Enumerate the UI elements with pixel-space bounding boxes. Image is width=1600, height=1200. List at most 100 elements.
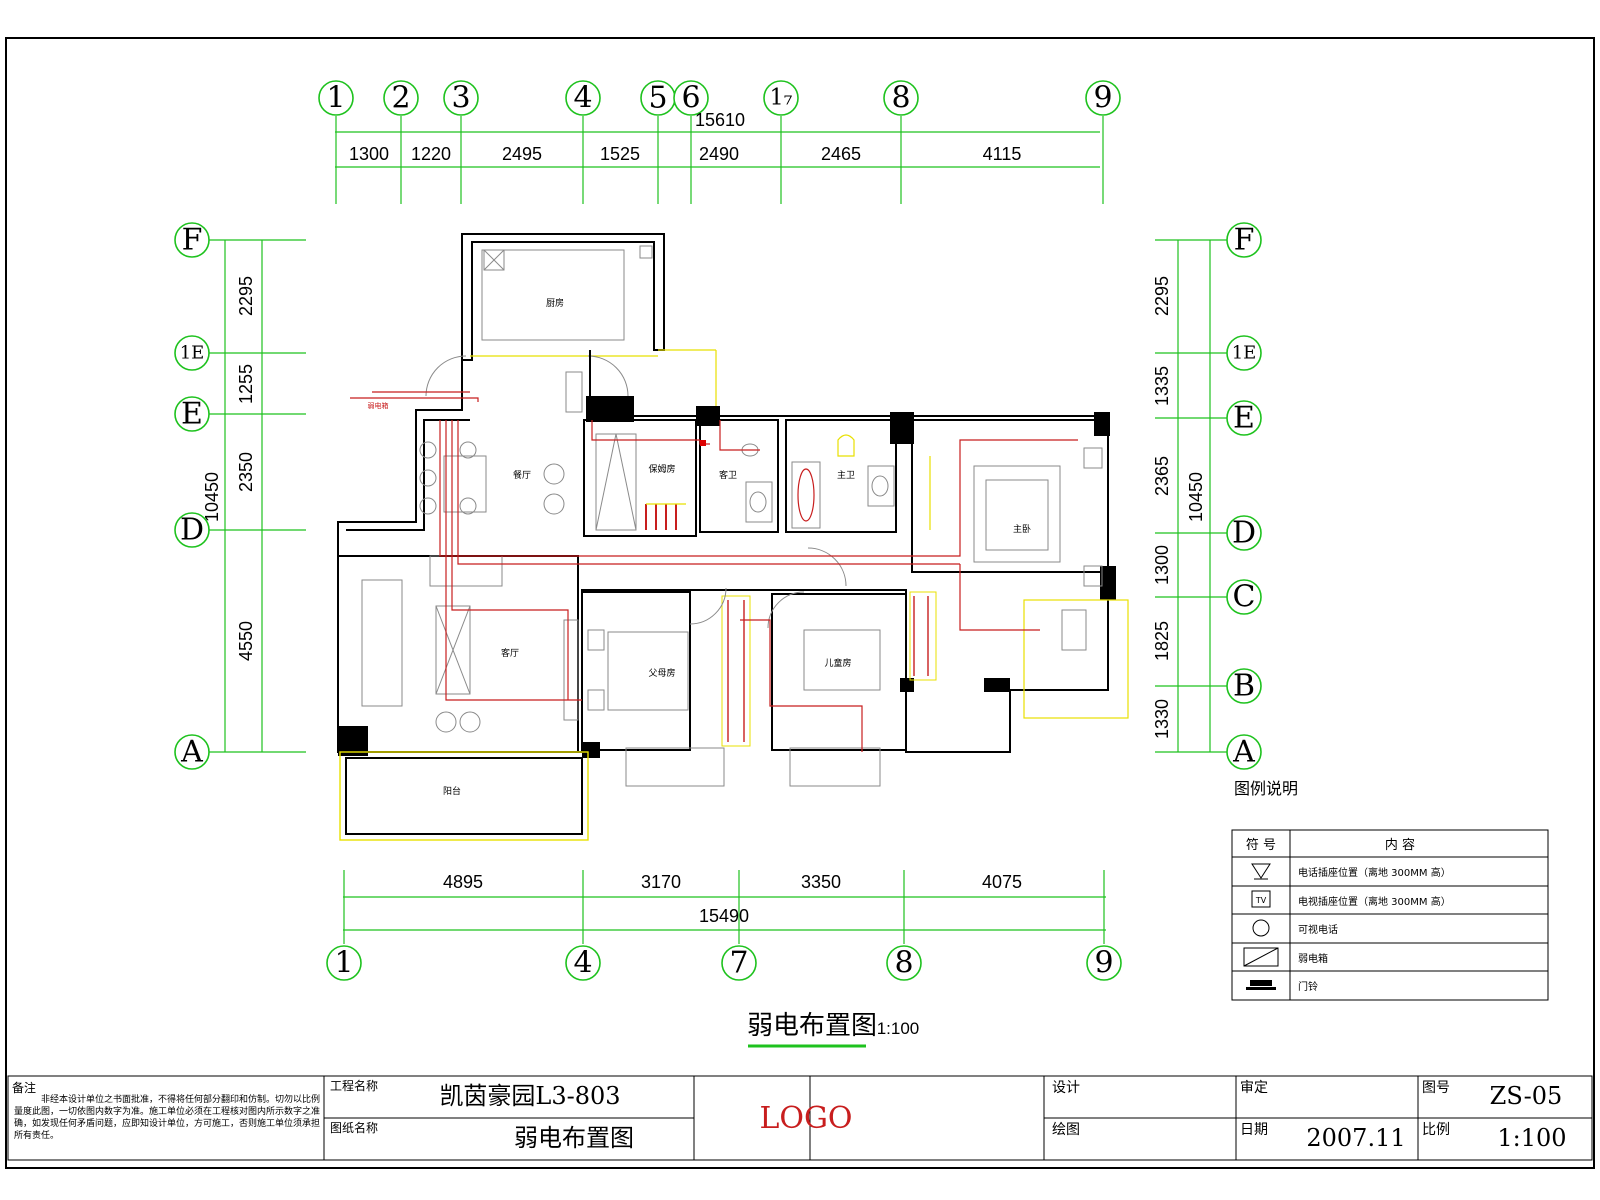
right-dimensions: 2295 1335 2365 1300 1825 1330 10450 [1152, 276, 1206, 739]
right-total-dimension: 10450 [1186, 472, 1206, 522]
top-axis-bubbles: 1 2 3 4 5 6 1₇ 8 9 [318, 80, 1121, 116]
left-dimension: 2350 [236, 452, 256, 492]
room-label-dining: 餐厅 [513, 469, 531, 481]
right-axis-label: F [1234, 223, 1255, 258]
top-axis-label: 6 [681, 81, 700, 116]
room-label-guest-bath: 客卫 [719, 469, 737, 481]
right-axis-label: B [1233, 669, 1255, 704]
legend-row: 电话插座位置（离地 300MM 高） [1298, 866, 1451, 879]
top-dimension: 2465 [821, 144, 861, 164]
room-label-parents-room: 父母房 [648, 667, 675, 679]
bottom-axis-bubbles: 1 4 7 8 9 [326, 945, 1122, 981]
legend-row: 门铃 [1298, 980, 1318, 993]
legend-header-content: 内 容 [1385, 837, 1415, 853]
tv-socket-icon-glyph: TV [1255, 896, 1267, 905]
right-dimension: 1330 [1152, 699, 1172, 739]
right-dimension: 1825 [1152, 621, 1172, 661]
right-dimension: 2295 [1152, 276, 1172, 316]
top-axis-label: 9 [1093, 81, 1112, 116]
room-label-kids-room: 儿童房 [824, 657, 851, 669]
left-dimensions: 2295 1255 2350 4550 10450 [202, 276, 256, 661]
review-label: 审定 [1240, 1080, 1268, 1096]
weak-current-box-icon-diagonal [1243, 947, 1279, 967]
left-dimension: 2295 [236, 276, 256, 316]
room-label-balcony: 阳台 [443, 785, 461, 797]
project-label: 工程名称 [330, 1078, 378, 1093]
bottom-axis-label: 7 [729, 946, 748, 981]
left-axis-grid [208, 239, 306, 753]
top-dimension: 2490 [699, 144, 739, 164]
top-axis-label: 4 [573, 81, 592, 116]
legend-caption: 图例说明 [1234, 779, 1298, 798]
note-text: 非经本设计单位之书面批准，不得将任何部分翻印和仿制。切勿以比例量度此图，一切依图… [14, 1095, 320, 1141]
bottom-axis-label: 4 [573, 946, 592, 981]
scale-label: 比例 [1422, 1122, 1450, 1138]
room-label-master-bed: 主卧 [1013, 523, 1031, 535]
bottom-axis-label: 8 [894, 946, 913, 981]
left-axis-label: E [181, 397, 203, 432]
top-axis-label: 5 [648, 81, 667, 116]
top-dimensions: 1300 1220 2495 1525 2490 2465 4115 [349, 144, 1021, 164]
phone-socket-icon [1251, 863, 1271, 880]
left-axis-label: D [180, 513, 204, 548]
left-dimension: 1255 [236, 364, 256, 404]
top-axis-label: 1₇ [770, 86, 793, 111]
right-dimension: 1300 [1152, 545, 1172, 585]
right-axis-label: D [1232, 516, 1256, 551]
room-label-living: 客厅 [501, 647, 519, 659]
legend-row: 可视电话 [1298, 923, 1338, 936]
right-axis-label: C [1233, 580, 1256, 615]
legend-table: 符 号 内 容 TV 电话插座位置（离地 300MM 高） 电视插座位置（离地 … [1231, 829, 1549, 1001]
drawing-scale: 1:100 [877, 1019, 920, 1038]
bottom-dimension: 3170 [641, 872, 681, 892]
sheet-number-value: ZS-05 [1490, 1082, 1563, 1110]
top-axis-label: 3 [451, 81, 470, 116]
drawing-title: 弱电布置图 [747, 1011, 877, 1041]
left-total-dimension: 10450 [202, 472, 222, 522]
title-block: 备注 非经本设计单位之书面批准，不得将任何部分翻印和仿制。切勿以比例量度此图，一… [7, 1075, 1593, 1161]
panel-note: 弱电箱 [368, 401, 389, 410]
bottom-axis-label: 9 [1094, 946, 1113, 981]
project-value: 凯茵豪园L3-803 [439, 1082, 620, 1110]
note-label: 备注 [12, 1080, 36, 1095]
date-label: 日期 [1240, 1122, 1268, 1138]
left-dimension: 4550 [236, 621, 256, 661]
right-axis-label: E [1233, 401, 1255, 436]
sheet-number-label: 图号 [1422, 1080, 1450, 1096]
company-logo: LOGO [759, 1101, 852, 1136]
right-axis-label: A [1232, 735, 1255, 770]
right-axis-label: 1E [1232, 343, 1257, 364]
top-dimension: 1300 [349, 144, 389, 164]
scale-value: 1:100 [1497, 1124, 1566, 1152]
bottom-dimensions: 4895 3170 3350 4075 15490 [443, 872, 1022, 926]
top-axis-label: 1 [326, 81, 345, 116]
right-axis-bubbles: F 1E E D C B A [1226, 222, 1262, 770]
date-value: 2007.11 [1306, 1124, 1405, 1152]
room-label-master-bath: 主卫 [837, 469, 855, 481]
bottom-axis-label: 1 [334, 946, 353, 981]
bottom-dimension: 3350 [801, 872, 841, 892]
bottom-dimension: 4895 [443, 872, 483, 892]
left-axis-bubbles: F 1E E D A [174, 222, 210, 770]
room-label-kitchen: 厨房 [546, 297, 564, 309]
sheet-border [5, 37, 1595, 1169]
right-dimension: 1335 [1152, 366, 1172, 406]
top-axis-label: 2 [391, 81, 410, 116]
top-total-dimension: 15610 [695, 110, 745, 130]
right-dimension: 2365 [1152, 456, 1172, 496]
doorbell-icon [1250, 980, 1272, 986]
legend-header-symbol: 符 号 [1246, 837, 1276, 853]
drawing-name-value: 弱电布置图 [514, 1124, 634, 1152]
top-dimension: 2495 [502, 144, 542, 164]
wiring-runs [350, 391, 1078, 752]
bottom-total-dimension: 15490 [699, 906, 749, 926]
left-axis-label: 1E [180, 343, 205, 364]
top-axis-label: 8 [891, 81, 910, 116]
bottom-axis-grid [343, 870, 1106, 944]
left-axis-label: F [182, 223, 203, 258]
left-axis-label: A [180, 735, 203, 770]
video-phone-icon [1252, 919, 1270, 937]
top-dimension: 1220 [411, 144, 451, 164]
floor-plan: 厨房 餐厅 保姆房 客卫 主卫 主卧 客厅 父母房 儿童房 阳台 弱电箱 [337, 233, 1129, 841]
top-dimension: 1525 [600, 144, 640, 164]
